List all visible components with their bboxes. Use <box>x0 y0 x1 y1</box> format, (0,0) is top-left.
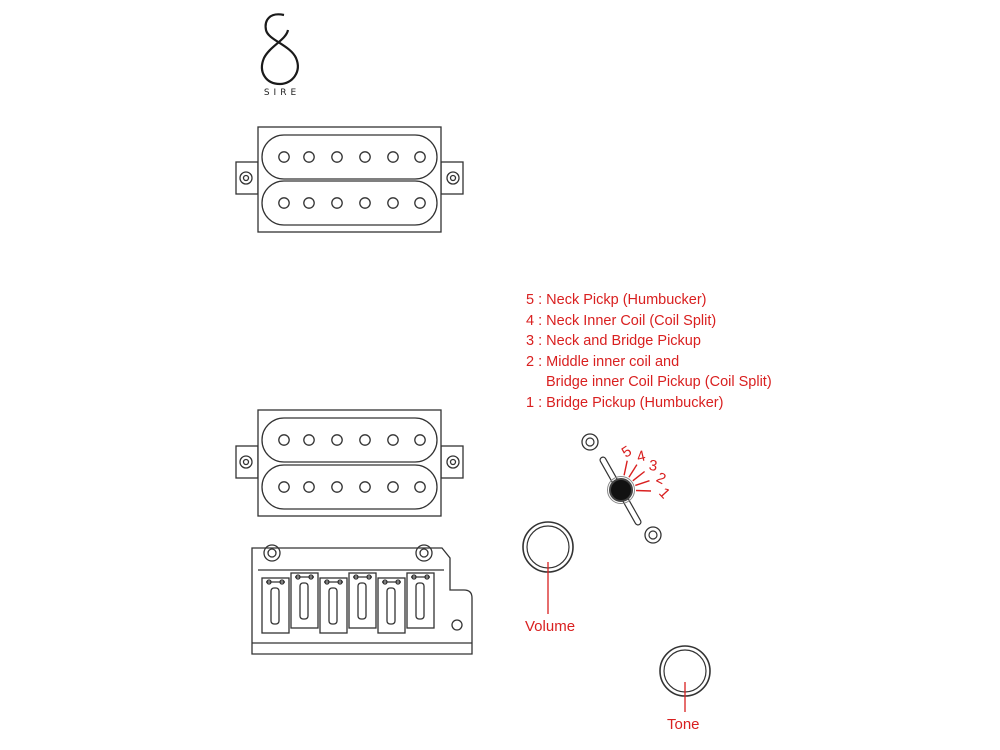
pole-piece <box>331 197 343 209</box>
legend-item: 3 : Neck and Bridge Pickup <box>526 333 701 349</box>
pole-piece <box>278 434 290 446</box>
switch-position-tick <box>632 470 646 482</box>
legend-item: 2 : Middle inner coil and <box>526 353 680 370</box>
neck-humbucker-pickup <box>235 126 464 233</box>
legend-item-continuation: Bridge inner Coil Pickup (Coil Split) <box>546 374 772 390</box>
sire-s-logo-icon <box>260 13 299 86</box>
pole-piece <box>387 197 399 209</box>
tone-label: Tone <box>667 716 700 733</box>
switch-position-tick <box>623 460 628 476</box>
bridge-humbucker-pickup <box>235 409 464 517</box>
pole-piece <box>303 151 315 163</box>
pole-piece <box>414 434 426 446</box>
pole-piece <box>359 434 371 446</box>
legend-item: 1 : Bridge Pickup (Humbucker) <box>526 394 724 411</box>
switch-position-tick <box>635 489 652 492</box>
pole-piece <box>414 197 426 209</box>
pole-piece <box>387 481 399 493</box>
pole-piece <box>278 481 290 493</box>
switch-legend: 5 : Neck Pickp (Humbucker) 4 : Neck Inne… <box>526 290 772 413</box>
switch-position-number: 4 <box>635 447 647 465</box>
switch-position-number: 5 <box>619 443 635 462</box>
pole-piece <box>303 434 315 446</box>
pole-piece <box>359 481 371 493</box>
pole-piece <box>331 481 343 493</box>
volume-label: Volume <box>525 618 576 635</box>
switch-position-tick <box>628 464 638 478</box>
pole-piece <box>303 481 315 493</box>
switch-position-number: 1 <box>655 484 673 502</box>
pole-piece <box>331 151 343 163</box>
pole-piece <box>278 151 290 163</box>
pole-piece <box>303 197 315 209</box>
bridge-saddle <box>348 572 377 629</box>
legend-item: 5 : Neck Pickp (Humbucker) <box>526 292 707 308</box>
switch-position-tick <box>635 480 650 487</box>
pole-piece <box>278 197 290 209</box>
bridge-saddle <box>261 577 290 634</box>
bridge-saddle <box>377 577 406 634</box>
brand-name: SIRE <box>263 88 301 98</box>
pole-piece <box>331 434 343 446</box>
bridge-saddle <box>319 577 348 634</box>
pole-piece <box>387 151 399 163</box>
pole-piece <box>359 197 371 209</box>
guitar-bridge <box>251 544 473 655</box>
switch-position-number: 3 <box>648 457 658 475</box>
bridge-saddle <box>406 572 435 629</box>
bridge-saddle <box>290 572 319 629</box>
pole-piece <box>414 151 426 163</box>
pole-piece <box>414 481 426 493</box>
tone-potentiometer <box>659 645 711 712</box>
pole-piece <box>359 151 371 163</box>
legend-item: 4 : Neck Inner Coil (Coil Split) <box>526 312 717 329</box>
volume-potentiometer <box>522 521 574 614</box>
pole-piece <box>387 434 399 446</box>
